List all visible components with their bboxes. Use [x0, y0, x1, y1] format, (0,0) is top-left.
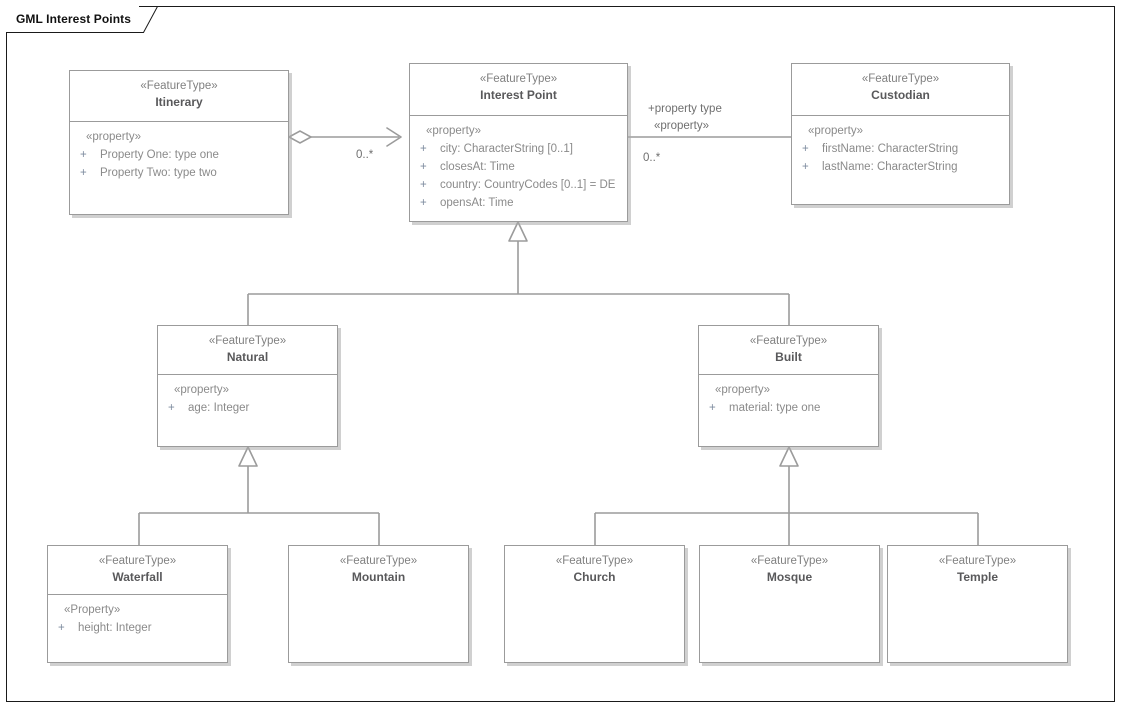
attribute-text: country: CountryCodes [0..1] = DE [440, 179, 616, 191]
class-church[interactable]: «FeatureType» Church [504, 545, 685, 663]
class-waterfall[interactable]: «FeatureType» Waterfall «Property» + hei… [47, 545, 228, 663]
class-built-attributes: «property» + material: type one [699, 375, 878, 423]
attribute-row: + closesAt: Time [418, 158, 621, 176]
class-mountain-name: Mountain [351, 570, 406, 584]
class-custodian-header: «FeatureType» Custodian [792, 64, 1009, 116]
attribute-row: + country: CountryCodes [0..1] = DE [418, 176, 621, 194]
class-mountain-header: «FeatureType» Mountain [289, 546, 468, 595]
class-interest-point-attributes: «property» + city: CharacterString [0..1… [410, 116, 627, 218]
class-natural-attributes: «property» + age: Integer [158, 375, 337, 423]
class-waterfall-header: «FeatureType» Waterfall [48, 546, 227, 595]
attribute-text: height: Integer [78, 622, 152, 634]
attribute-row: + opensAt: Time [418, 194, 621, 212]
class-custodian-compartment-stereotype: «property» [808, 125, 863, 137]
class-mountain[interactable]: «FeatureType» Mountain [288, 545, 469, 663]
class-church-stereotype: «FeatureType» [555, 555, 634, 567]
class-itinerary-name: Itinerary [155, 95, 203, 109]
class-itinerary-attributes: «property» + Property One: type one + Pr… [70, 122, 288, 188]
class-itinerary-header: «FeatureType» Itinerary [70, 71, 288, 122]
class-natural-compartment-stereotype: «property» [174, 384, 229, 396]
edge-label-itinerary-multiplicity: 0..* [356, 149, 374, 161]
attribute-visibility: + [168, 402, 175, 414]
attribute-text: firstName: CharacterString [822, 143, 959, 155]
edge-label-custodian-multiplicity: 0..* [643, 152, 661, 164]
attribute-visibility: + [420, 197, 427, 209]
class-temple-name: Temple [956, 570, 999, 584]
edge-label-custodian-role-stereotype: «property» [654, 120, 709, 132]
class-waterfall-attributes: «Property» + height: Integer [48, 595, 227, 643]
class-mosque[interactable]: «FeatureType» Mosque [699, 545, 880, 663]
attribute-row: + Property Two: type two [78, 164, 282, 182]
class-built-compartment-stereotype: «property» [715, 384, 770, 396]
class-temple[interactable]: «FeatureType» Temple [887, 545, 1068, 663]
attribute-row: + height: Integer [56, 619, 221, 637]
class-waterfall-stereotype: «FeatureType» [98, 555, 177, 567]
class-itinerary-stereotype: «FeatureType» [140, 80, 218, 92]
attribute-row: + lastName: CharacterString [800, 158, 1003, 176]
class-itinerary-compartment-stereotype: «property» [86, 131, 141, 143]
class-church-header: «FeatureType» Church [505, 546, 684, 595]
class-mosque-header: «FeatureType» Mosque [700, 546, 879, 595]
frame-title: GML Interest Points [6, 6, 140, 32]
class-church-name: Church [573, 570, 616, 584]
attribute-row: + firstName: CharacterString [800, 140, 1003, 158]
attribute-visibility: + [80, 149, 87, 161]
attribute-text: Property Two: type two [100, 167, 217, 179]
attribute-text: Property One: type one [100, 149, 219, 161]
class-mountain-stereotype: «FeatureType» [339, 555, 418, 567]
class-natural[interactable]: «FeatureType» Natural «property» + age: … [157, 325, 338, 447]
class-built-header: «FeatureType» Built [699, 326, 878, 375]
class-natural-header: «FeatureType» Natural [158, 326, 337, 375]
attribute-row: + age: Integer [166, 399, 331, 417]
attribute-visibility: + [420, 143, 427, 155]
class-mosque-name: Mosque [766, 570, 813, 584]
class-temple-stereotype: «FeatureType» [938, 555, 1017, 567]
attribute-row: + city: CharacterString [0..1] [418, 140, 621, 158]
class-temple-header: «FeatureType» Temple [888, 546, 1067, 595]
attribute-visibility: + [80, 167, 87, 179]
attribute-visibility: + [420, 179, 427, 191]
class-natural-stereotype: «FeatureType» [208, 335, 287, 347]
class-waterfall-compartment-stereotype: «Property» [64, 604, 121, 616]
attribute-text: age: Integer [188, 402, 250, 414]
class-interest-point-name: Interest Point [480, 88, 557, 102]
attribute-text: city: CharacterString [0..1] [440, 143, 573, 155]
class-waterfall-name: Waterfall [112, 570, 163, 584]
class-custodian-attributes: «property» + firstName: CharacterString … [792, 116, 1009, 182]
attribute-row: + material: type one [707, 399, 872, 417]
class-custodian[interactable]: «FeatureType» Custodian «property» + fir… [791, 63, 1010, 205]
class-built-name: Built [775, 350, 802, 364]
class-itinerary[interactable]: «FeatureType» Itinerary «property» + Pro… [69, 70, 289, 215]
attribute-text: opensAt: Time [440, 197, 514, 209]
attribute-visibility: + [802, 161, 809, 173]
attribute-text: material: type one [729, 402, 821, 414]
attribute-text: closesAt: Time [440, 161, 515, 173]
class-natural-name: Natural [226, 350, 269, 364]
class-built-stereotype: «FeatureType» [749, 335, 828, 347]
attribute-visibility: + [709, 402, 716, 414]
class-mosque-stereotype: «FeatureType» [750, 555, 829, 567]
class-custodian-name: Custodian [871, 88, 930, 102]
frame-title-label: GML Interest Points [16, 12, 132, 26]
attribute-visibility: + [802, 143, 809, 155]
edge-label-custodian-role: +property type [648, 103, 722, 115]
attribute-visibility: + [420, 161, 427, 173]
class-interest-point[interactable]: «FeatureType» Interest Point «property» … [409, 63, 628, 222]
class-interest-point-stereotype: «FeatureType» [479, 73, 558, 85]
class-custodian-stereotype: «FeatureType» [861, 73, 940, 85]
attribute-visibility: + [58, 622, 65, 634]
class-interest-point-compartment-stereotype: «property» [426, 125, 481, 137]
class-interest-point-header: «FeatureType» Interest Point [410, 64, 627, 116]
class-built[interactable]: «FeatureType» Built «property» + materia… [698, 325, 879, 447]
attribute-text: lastName: CharacterString [822, 161, 958, 173]
attribute-row: + Property One: type one [78, 146, 282, 164]
